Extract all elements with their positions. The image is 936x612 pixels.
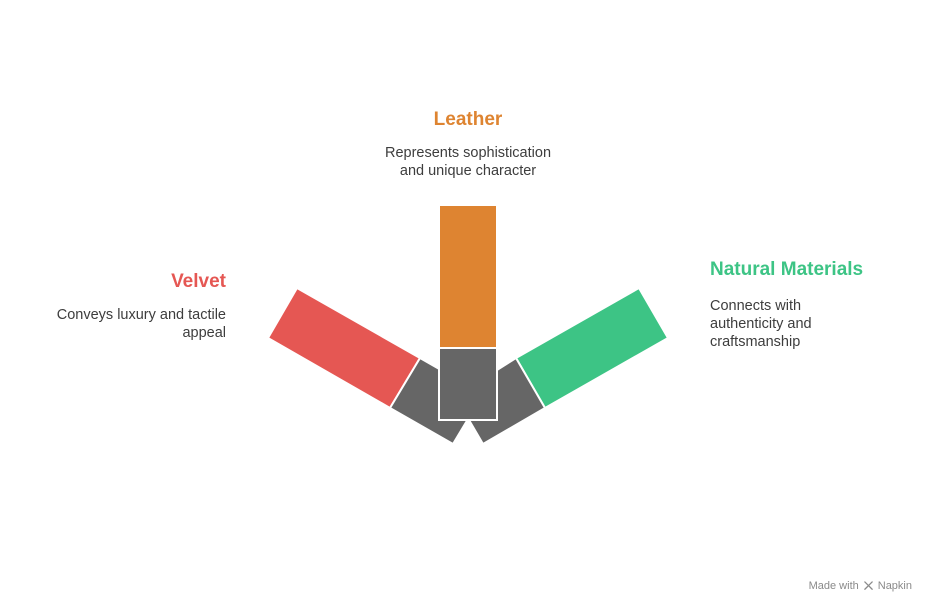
leather-description-line: and unique character bbox=[399, 163, 537, 179]
leather-bar bbox=[438, 204, 498, 349]
napkin-brand-label: Napkin bbox=[877, 580, 912, 592]
natural-materials-description-line: Connects with bbox=[710, 298, 802, 314]
velvet-title: Velvet bbox=[171, 271, 226, 292]
velvet-description-line: Conveys luxury and tactile bbox=[56, 307, 226, 323]
natural-materials-title: Natural Materials bbox=[710, 259, 864, 280]
leather-description-line: Represents sophistication bbox=[384, 145, 552, 161]
napkin-logo-icon bbox=[863, 580, 873, 590]
natural-materials-description-line: authenticity and bbox=[710, 316, 812, 332]
leather-description: Represents sophistication and unique cha… bbox=[358, 144, 578, 180]
natural-bar bbox=[514, 286, 670, 410]
made-with-label: Made with bbox=[808, 580, 859, 592]
velvet-description-line: appeal bbox=[182, 325, 226, 341]
natural-materials-description-line: craftsmanship bbox=[710, 334, 801, 350]
velvet-description: Conveys luxury and tactile appeal bbox=[36, 306, 226, 342]
leather-title: Leather bbox=[433, 109, 503, 130]
made-with-napkin-footer[interactable]: Made with Napkin bbox=[809, 580, 912, 592]
leather-connector bbox=[438, 347, 498, 421]
velvet-bar bbox=[266, 286, 422, 410]
natural-materials-description: Connects with authenticity and craftsman… bbox=[710, 297, 870, 351]
